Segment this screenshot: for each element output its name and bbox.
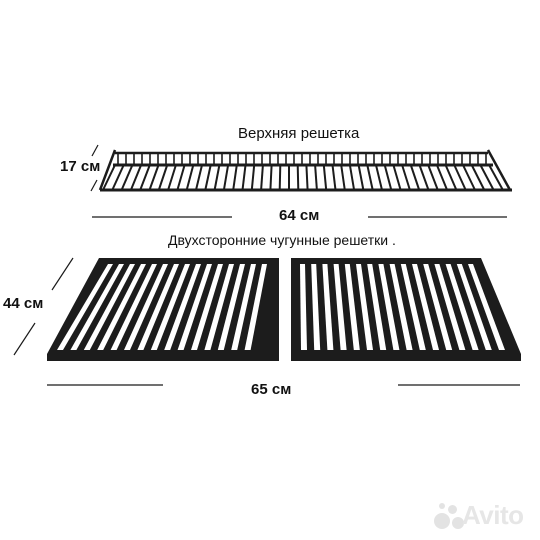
- cast-grate-left-slot: [177, 264, 212, 350]
- upper-grate-rod: [427, 164, 439, 191]
- upper-grate-rod: [195, 164, 203, 191]
- cast-grate-right-slot: [367, 264, 387, 350]
- cast-grate-left: [47, 258, 279, 361]
- upper-grate-rod: [340, 164, 346, 191]
- upper-grate-rod: [409, 164, 421, 191]
- upper-grate-rod: [331, 164, 337, 191]
- upper-grate-rod: [148, 164, 160, 191]
- upper-grate-rod: [322, 164, 328, 191]
- cast-grate-left-slot: [97, 264, 146, 350]
- cast-grates-width-label: 65 см: [251, 381, 292, 398]
- upper-grate-image: [98, 149, 512, 192]
- cast-grates-depth-label: 44 см: [3, 295, 44, 312]
- upper-grate-rod: [269, 164, 273, 191]
- upper-grate-rod: [479, 164, 495, 191]
- upper-grate-rod: [260, 164, 264, 191]
- upper-grate-rod: [250, 164, 256, 191]
- upper-grate-rod: [383, 164, 393, 191]
- cast-grate-right-slot: [400, 264, 426, 350]
- upper-grate-rod: [296, 164, 300, 191]
- upper-grate-rod: [488, 164, 504, 191]
- cast-grates-title: Двухсторонние чугунные решетки .: [168, 232, 396, 248]
- upper-grate-rod: [357, 164, 365, 191]
- upper-grate-rod: [453, 164, 467, 191]
- upper-grate-rods: [102, 164, 504, 191]
- cast-grate-left-slot: [57, 264, 113, 350]
- upper-grate-rod: [120, 164, 134, 191]
- upper-grate-rod: [470, 164, 486, 191]
- cast-grate-right-slot: [300, 264, 307, 350]
- upper-grate-rod: [185, 164, 195, 191]
- cast-grate-right-slot: [378, 264, 400, 350]
- cast-grate-right-slot: [456, 264, 492, 350]
- cast-grate-left-slot: [244, 264, 267, 350]
- upper-grate-left-side: [98, 149, 117, 191]
- cast-grate-left-slot: [204, 264, 234, 350]
- cast-grate-right-slot: [434, 264, 466, 350]
- cast-grate-left-slot: [124, 264, 168, 350]
- cast-grate-left-slot: [191, 264, 223, 350]
- avito-logo-dots-icon: [434, 503, 464, 531]
- upper-grate-rod: [222, 164, 230, 191]
- cast-grate-right-slot: [356, 264, 373, 350]
- cast-grate-right-slot: [389, 264, 413, 350]
- upper-grate-rod: [462, 164, 476, 191]
- upper-grate-right-side: [486, 149, 512, 191]
- cast-depth-dimension-lower: [13, 322, 36, 356]
- cast-grate-right-slot: [445, 264, 479, 350]
- cast-grate-right-slot: [412, 264, 439, 350]
- cast-grate-right-slot: [423, 264, 453, 350]
- cast-grate-right-slot: [333, 264, 347, 350]
- upper-grate-rod: [129, 164, 143, 191]
- upper-grate-rod: [102, 164, 116, 191]
- upper-grate-rod: [213, 164, 221, 191]
- upper-grate-rod: [241, 164, 247, 191]
- upper-grate-rod: [392, 164, 402, 191]
- upper-grate-rod: [111, 164, 125, 191]
- cast-grate-right: [291, 258, 521, 361]
- upper-grate-rod: [157, 164, 169, 191]
- cast-grate-left-slot: [231, 264, 256, 350]
- upper-grate-rod: [176, 164, 186, 191]
- upper-grate-rod: [204, 164, 212, 191]
- upper-grate-rod: [348, 164, 356, 191]
- upper-grate-rod: [278, 164, 282, 191]
- cast-grate-left-slot: [217, 264, 245, 350]
- cast-grate-left-slot: [83, 264, 135, 350]
- upper-height-dimension-line-2: [90, 179, 98, 192]
- upper-grate-title: Верхняя решетка: [238, 125, 360, 142]
- upper-height-dimension-line: [91, 144, 99, 157]
- upper-grate-rod: [305, 164, 309, 191]
- cast-grate-right-slot: [344, 264, 360, 350]
- upper-grate-rod: [435, 164, 449, 191]
- upper-grate-height-label: 17 см: [60, 158, 101, 175]
- upper-grate-rod: [366, 164, 374, 191]
- upper-grate-rod: [314, 164, 318, 191]
- avito-watermark: Avito: [462, 500, 524, 530]
- upper-grate-rod: [167, 164, 177, 191]
- cast-grate-left-slot: [70, 264, 124, 350]
- upper-grate-rod: [401, 164, 411, 191]
- cast-grate-right-slot: [468, 264, 505, 350]
- upper-grate-rod: [232, 164, 238, 191]
- cast-grate-right-slot: [311, 264, 321, 350]
- upper-grate-rod: [375, 164, 383, 191]
- upper-grate-back-posts: [117, 153, 487, 165]
- cast-grate-left-slot: [110, 264, 157, 350]
- upper-grate-rod: [418, 164, 430, 191]
- cast-depth-dimension-upper: [51, 257, 74, 291]
- cast-grate-left-slot: [137, 264, 179, 350]
- upper-grate-rod: [139, 164, 151, 191]
- cast-grate-left-slot: [164, 264, 201, 350]
- upper-grate-rod: [444, 164, 458, 191]
- upper-grate-width-label: 64 см: [279, 207, 320, 224]
- cast-grate-left-slot: [150, 264, 190, 350]
- cast-grate-right-slot: [322, 264, 334, 350]
